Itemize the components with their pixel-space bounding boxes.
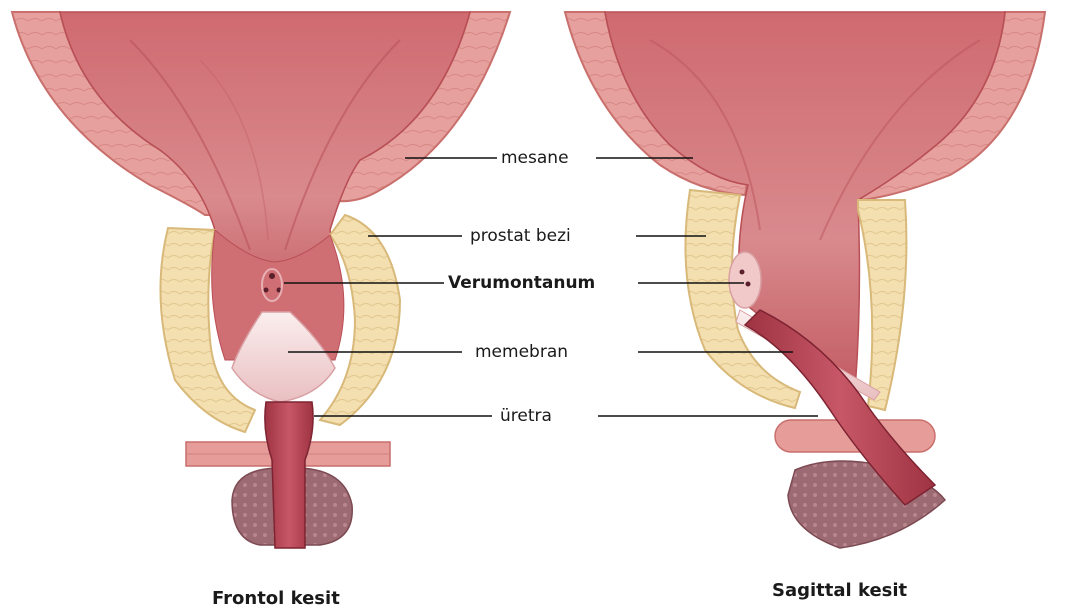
label-memebran: memebran bbox=[471, 342, 572, 362]
label-prostat-bezi: prostat bezi bbox=[466, 226, 575, 246]
caption-frontal: Frontol kesit bbox=[212, 588, 340, 609]
label-uretra: üretra bbox=[496, 406, 556, 426]
frontal-section bbox=[12, 12, 510, 548]
label-verumontanum: Verumontanum bbox=[444, 273, 599, 293]
sagittal-verumontanum bbox=[729, 252, 761, 308]
sagittal-bladder-lumen bbox=[605, 12, 1005, 390]
caption-sagittal: Sagittal kesit bbox=[772, 580, 907, 601]
label-mesane: mesane bbox=[497, 148, 573, 168]
sagittal-prostate-back bbox=[858, 200, 906, 410]
sagittal-section bbox=[565, 12, 1045, 548]
